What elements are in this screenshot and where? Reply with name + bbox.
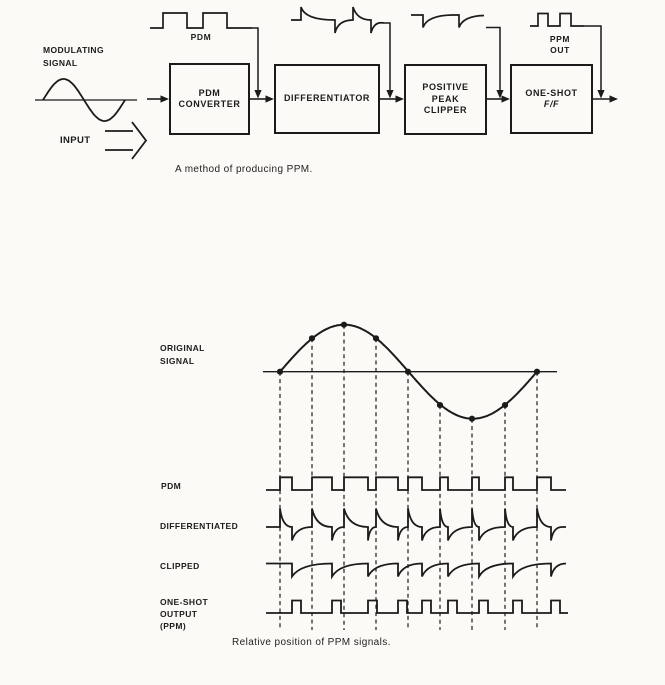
one-shot-row-label-line1: ONE-SHOT	[160, 597, 209, 607]
mini-clipped-waveform	[411, 14, 485, 28]
block-clipper-line1: POSITIVE	[422, 82, 469, 93]
block-differentiator-line1: DIFFERENTIATOR	[283, 93, 371, 104]
modulating-sine-wave	[42, 78, 126, 122]
mini-differentiated-connector	[384, 22, 391, 90]
bottom-caption: Relative position of PPM signals.	[232, 637, 391, 648]
clipped-waveform	[266, 562, 567, 580]
differentiated-waveform	[266, 508, 566, 541]
pdm-wave-label: PDM	[190, 32, 212, 42]
down-arrowhead-icon	[597, 90, 605, 99]
mini-pdm-connector	[252, 27, 259, 90]
clipped-row-label: CLIPPED	[160, 561, 200, 571]
input-arrow-chevron	[131, 121, 148, 160]
block-one-shot-ff: ONE-SHOT F/F	[510, 64, 593, 134]
block-pdm-converter: PDM CONVERTER	[169, 63, 250, 135]
pdm-row-label: PDM	[161, 481, 182, 491]
original-signal-label-line2: SIGNAL	[160, 356, 195, 366]
down-arrowhead-icon	[386, 90, 394, 99]
mini-clipped-connector	[486, 26, 501, 90]
mini-ppm-waveform	[530, 12, 584, 27]
block-clipper-line2: PEAK	[431, 93, 460, 104]
right-arrowhead-icon	[395, 95, 404, 103]
pdm-waveform	[266, 476, 566, 491]
block-one-shot-line1: ONE-SHOT	[525, 87, 578, 98]
block-differentiator: DIFFERENTIATOR	[274, 64, 380, 134]
original-signal-label-line1: ORIGINAL	[160, 343, 205, 353]
ppm-out-label-line2: OUT	[550, 45, 570, 55]
mini-pdm-waveform	[150, 12, 252, 29]
block-clipper-line3: CLIPPER	[423, 105, 468, 116]
modulating-label-line1: MODULATING	[43, 45, 104, 55]
block-pdm-converter-line1: PDM	[198, 87, 221, 98]
down-arrowhead-icon	[254, 90, 262, 99]
mini-differentiated-waveform	[291, 6, 385, 34]
one-shot-row-label-line3: (PPM)	[160, 621, 187, 631]
one-shot-row-label-line2: OUTPUT	[160, 609, 198, 619]
modulating-label-line2: SIGNAL	[43, 58, 78, 68]
mini-ppm-connector	[584, 25, 602, 90]
differentiated-row-label: DIFFERENTIATED	[160, 521, 239, 531]
right-arrowhead-icon	[265, 95, 274, 103]
input-label: INPUT	[60, 135, 91, 146]
top-caption: A method of producing PPM.	[175, 164, 313, 175]
sample-point-dot	[436, 401, 444, 409]
right-arrowhead-icon	[160, 95, 169, 103]
block-one-shot-line2: F/F	[543, 99, 560, 109]
one-shot-ppm-waveform	[266, 599, 568, 614]
right-arrowhead-icon	[501, 95, 510, 103]
sample-point-dot	[501, 401, 509, 409]
down-arrowhead-icon	[496, 90, 504, 99]
block-pdm-converter-line2: CONVERTER	[178, 99, 241, 109]
ppm-out-label-line1: PPM	[549, 34, 571, 44]
right-arrowhead-icon	[609, 95, 618, 103]
block-positive-peak-clipper: POSITIVE PEAK CLIPPER	[404, 64, 487, 135]
